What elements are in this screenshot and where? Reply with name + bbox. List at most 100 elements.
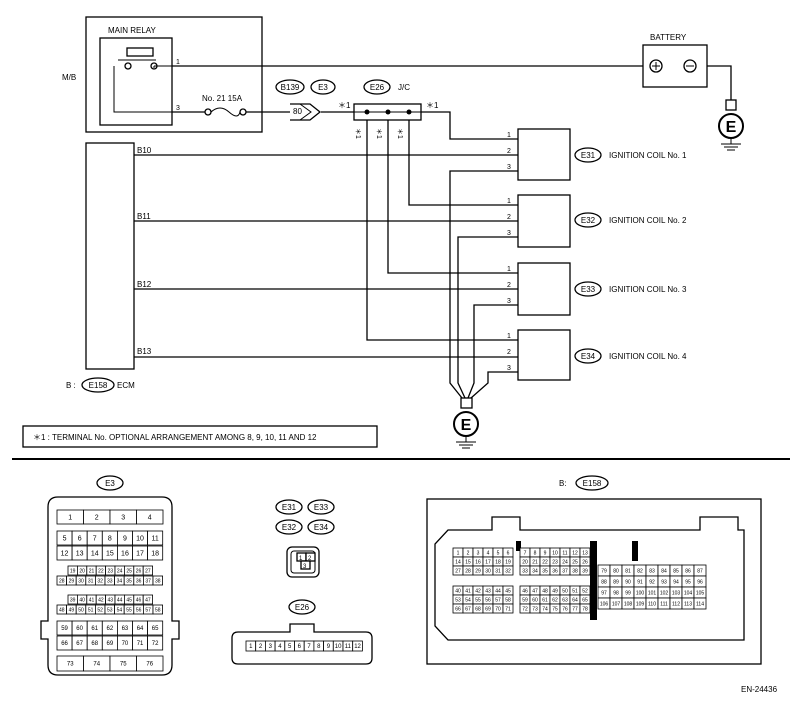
pin-number: 68 (475, 606, 481, 612)
pin-b13: B13 (137, 347, 152, 356)
pin-number: 18 (495, 559, 501, 565)
pin-number: 91 (637, 579, 643, 585)
svg-text:IGNITION COIL No. 1: IGNITION COIL No. 1 (609, 151, 687, 160)
pin-cell (147, 545, 164, 561)
pin-number: 2 (95, 514, 99, 521)
svg-text:1: 1 (507, 333, 511, 340)
svg-text:IGNITION COIL No. 2: IGNITION COIL No. 2 (609, 216, 687, 225)
pin-number: 5 (63, 535, 67, 542)
pin-number: 66 (455, 606, 461, 612)
pin-number: 5 (497, 550, 500, 556)
ecm-box (85, 142, 135, 370)
pin-number: 10 (335, 644, 342, 650)
wire-coil4-pin1 (366, 120, 518, 341)
e158-badge (81, 377, 115, 393)
pin-80-label: 80 (293, 107, 302, 116)
pin-cell (136, 655, 164, 672)
e26-badge (363, 79, 391, 95)
pin-number: 60 (76, 626, 83, 632)
e32-conn-badge (275, 519, 303, 535)
pin-cell (152, 575, 164, 586)
pin-number: 22 (542, 559, 548, 565)
e26-label: E26 (370, 83, 385, 92)
pin-number: 19 (70, 568, 76, 574)
mb-label: M/B (62, 73, 76, 82)
pin-cell (693, 597, 707, 610)
pin-number: 7 (307, 644, 311, 650)
pin-number: 94 (673, 579, 679, 585)
pin-number: 58 (505, 597, 511, 603)
pin-number: 4 (487, 550, 490, 556)
pin-number: 30 (78, 578, 84, 584)
coil-conn-pin: 2 (308, 556, 312, 562)
pin-number: 37 (562, 568, 568, 574)
e3-conn-label: E3 (105, 479, 115, 488)
pin-number: 12 (354, 644, 361, 650)
pin-number: 15 (465, 559, 471, 565)
pin-number: 41 (89, 597, 95, 603)
e3-label: E3 (318, 83, 328, 92)
ground-label: E (726, 119, 737, 136)
b139-badge (275, 79, 305, 95)
pin-number: 31 (495, 568, 501, 574)
pin-number: 36 (136, 578, 142, 584)
b-e158-prefix: B: (559, 479, 567, 488)
coil-2: 1 2 3 E32 IGNITION COIL No. 2 (507, 194, 687, 248)
pin-number: 48 (542, 588, 548, 594)
pin-number: 58 (155, 607, 161, 613)
pin-number: 89 (613, 579, 619, 585)
pin-number: 74 (542, 606, 548, 612)
pin-number: 107 (612, 601, 621, 607)
pin-number: 76 (146, 662, 153, 668)
pin-number: 108 (624, 601, 633, 607)
pin-number: 50 (78, 607, 84, 613)
pin-number: 46 (136, 597, 142, 603)
e158-label: E158 (89, 381, 108, 390)
junction-dot (385, 109, 391, 115)
pin-number: 21 (532, 559, 538, 565)
wire-coil3-gnd (467, 304, 518, 399)
svg-text:3: 3 (507, 230, 511, 237)
pin-number: 38 (572, 568, 578, 574)
pin-number: 8 (317, 644, 321, 650)
pin-number: 51 (88, 607, 94, 613)
pin-b12: B12 (137, 280, 152, 289)
svg-text:E31: E31 (581, 151, 596, 160)
pin-number: 4 (278, 644, 282, 650)
e26-conn-badge (288, 599, 316, 615)
wire-coil3-pin1 (387, 120, 518, 274)
pin-number: 42 (98, 597, 104, 603)
pin-number: 68 (91, 641, 98, 647)
fuse-terminal (204, 108, 212, 116)
pin-number: 8 (108, 535, 112, 542)
e158-conn-badge (575, 475, 609, 491)
pin-number: 16 (121, 550, 129, 557)
pin-number: 71 (505, 606, 511, 612)
pin-number: 30 (485, 568, 491, 574)
wire-coil1-pin1 (421, 111, 518, 140)
e3-conn-badge (96, 475, 124, 491)
pin-number: 18 (151, 550, 159, 557)
pin-number: 109 (636, 601, 645, 607)
pin-number: 85 (673, 568, 679, 574)
relay-coil (126, 47, 154, 57)
fuse-terminal (239, 108, 247, 116)
pin-number: 38 (155, 578, 161, 584)
connector-80-icon (290, 103, 322, 121)
pin-number: 35 (126, 578, 132, 584)
pin-number: 60 (532, 597, 538, 603)
pin-number: 69 (107, 641, 114, 647)
pin-number: 13 (76, 550, 84, 557)
pin-number: 44 (495, 588, 501, 594)
pin-number: 41 (465, 588, 471, 594)
pin-cell (147, 530, 164, 546)
pin-b11: B11 (137, 212, 151, 221)
pin-number: 59 (522, 597, 528, 603)
pin-number: 11 (152, 535, 159, 542)
battery-label: BATTERY (650, 33, 687, 42)
pin-number: 44 (117, 597, 123, 603)
relay-terminal (124, 62, 132, 70)
pin-number: 22 (98, 568, 104, 574)
